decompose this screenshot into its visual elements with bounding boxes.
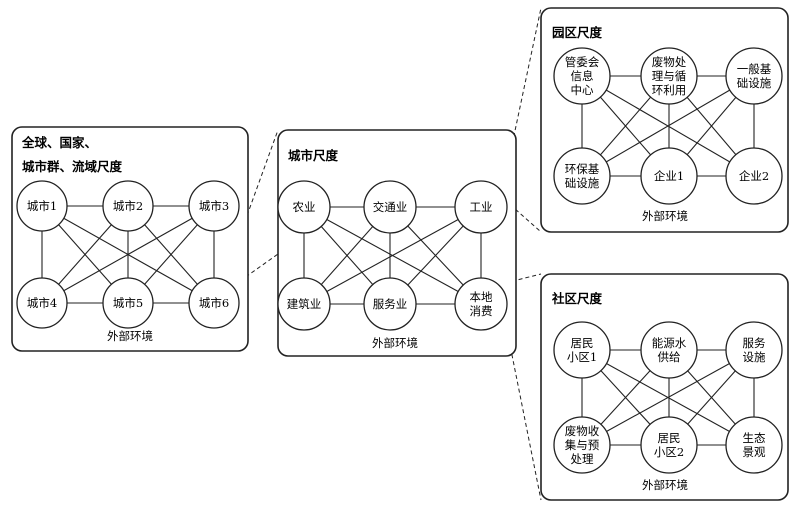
city-panel-title: 城市尺度 [288,148,339,163]
park-node-label: 环保基础设施 [565,162,600,190]
global-node: 城市6 [188,277,240,329]
city-node: 农业 [277,180,331,234]
global-network-edge [41,205,215,304]
community-node: 居民小区2 [640,416,698,474]
park-node-circle [553,47,611,105]
global-panel-title: 全球、国家、 [21,135,97,150]
global-node: 城市4 [16,277,68,329]
park-node-label: 企业2 [739,169,769,183]
community-node: 居民小区1 [553,321,611,379]
park-node-label: 一般基础设施 [737,62,772,90]
park-node: 企业2 [725,147,783,205]
community-node: 生态景观 [725,416,783,474]
global-panel-frame [11,126,249,352]
community-node-label: 能源水供给 [652,336,687,364]
park-node: 环保基础设施 [553,147,611,205]
global-panel-title: 城市群、流域尺度 [22,159,123,174]
city-node-circle [363,180,417,234]
city-node: 交通业 [363,180,417,234]
global-external-environment-label: 外部环境 [107,329,153,343]
city-node-label: 交通业 [373,200,408,214]
park-node: 管委会信息中心 [553,47,611,105]
community-node-label: 服务设施 [743,336,766,364]
city-node: 工业 [454,180,508,234]
community-node: 服务设施 [725,321,783,379]
global-node-label: 城市2 [113,199,143,213]
city-node-label: 本地消费 [470,290,493,318]
community-node: 废物收集与预处理 [553,416,611,474]
global-node-label: 城市6 [199,296,229,310]
community-node-circle [640,321,698,379]
park-node-circle [553,147,611,205]
park-node-label: 废物处理与循环利用 [652,55,687,97]
community-node-label: 居民小区2 [654,431,684,459]
community-node-circle [725,416,783,474]
community-node-label: 生态景观 [743,431,766,459]
city-node-label: 服务业 [373,297,408,311]
city-node: 建筑业 [277,277,331,331]
city-node-label: 农业 [293,200,316,214]
city-node: 服务业 [363,277,417,331]
global-node-circle [102,180,154,232]
global-node-circle [188,180,240,232]
community-node-label: 居民小区1 [567,336,597,364]
community-node-circle [553,416,611,474]
community-node: 能源水供给 [640,321,698,379]
community-panel-title: 社区尺度 [551,291,603,306]
global-node-circle [102,277,154,329]
city-node-label: 工业 [470,200,493,214]
global-node-circle [16,277,68,329]
city-node-circle [454,277,508,331]
park-node: 一般基础设施 [725,47,783,105]
global-node-label: 城市4 [27,296,57,310]
park-node-circle [725,47,783,105]
global-node: 城市1 [16,180,68,232]
community-node-label: 废物收集与预处理 [565,424,600,466]
global-node-circle [16,180,68,232]
city-node-label: 建筑业 [287,297,322,311]
community-node-circle [640,416,698,474]
city-node-circle [277,180,331,234]
park-node-circle [725,147,783,205]
park-node: 废物处理与循环利用 [640,47,698,105]
community-external-environment-label: 外部环境 [642,478,688,492]
city-node: 本地消费 [454,277,508,331]
global-node: 城市3 [188,180,240,232]
community-node-circle [725,321,783,379]
community-node-circle [553,321,611,379]
city-node-circle [454,180,508,234]
park-external-environment-label: 外部环境 [642,209,688,223]
park-node-circle [640,147,698,205]
global-node: 城市2 [102,180,154,232]
global-node-label: 城市1 [27,199,57,213]
park-node-label: 企业1 [654,169,684,183]
global-node: 城市5 [102,277,154,329]
park-network-edge [581,75,755,177]
zoom-connector-line [504,273,542,284]
city-node-circle [363,277,417,331]
global-node-label: 城市3 [199,199,229,213]
park-panel-title: 园区尺度 [552,25,603,40]
park-node-circle [640,47,698,105]
city-external-environment-label: 外部环境 [372,336,418,350]
global-node-circle [188,277,240,329]
park-node-label: 管委会信息中心 [565,55,600,97]
city-node-circle [277,277,331,331]
community-network-edge [581,349,755,446]
city-network-edge [303,206,482,305]
global-node-label: 城市5 [113,296,143,310]
park-node: 企业1 [640,147,698,205]
